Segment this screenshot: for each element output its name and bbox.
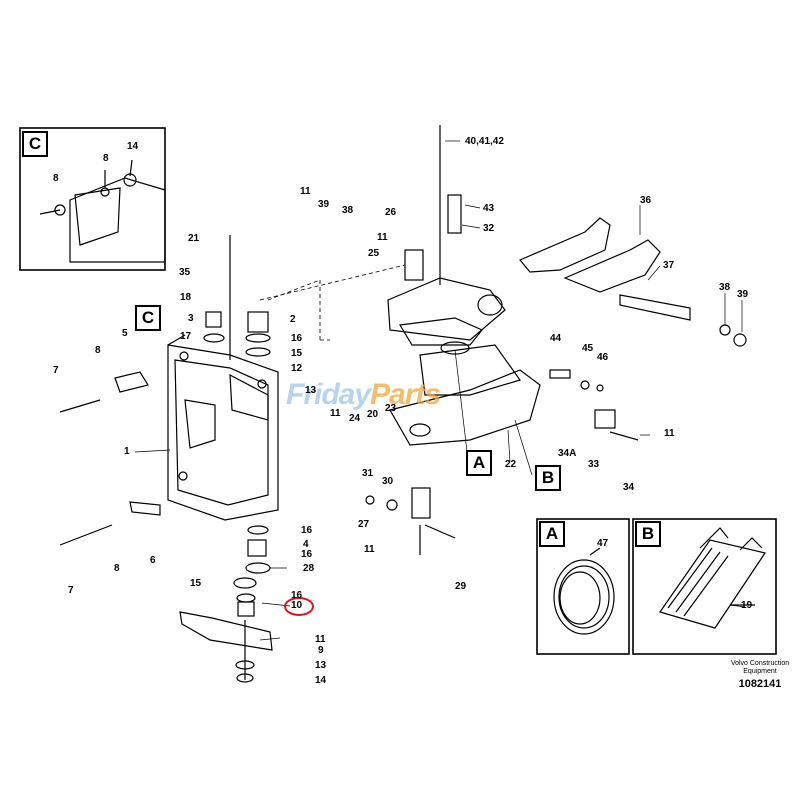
callout-40: 40,41,42 (465, 136, 504, 147)
lower-plate-9 (179, 611, 273, 651)
callout-7: 7 (68, 585, 74, 596)
link-36 (519, 217, 611, 273)
highlight-circle (284, 597, 314, 616)
detail-label-a-inset: A (539, 521, 565, 547)
callout-16: 16 (301, 525, 313, 536)
callout-20: 20 (367, 409, 379, 420)
callout-7: 7 (53, 365, 59, 376)
callout-45: 45 (582, 343, 594, 354)
callout-10: 10 (291, 600, 303, 611)
detail-c-bracket (69, 177, 166, 263)
callout-13: 13 (305, 385, 317, 396)
caption-line2: Equipment (743, 668, 777, 675)
callout-19: 19 (741, 600, 753, 611)
callout-16: 16 (291, 333, 303, 344)
callout-18: 18 (180, 292, 192, 303)
detail-label-c-main: C (135, 305, 161, 331)
callout-25: 25 (368, 248, 380, 259)
callout-26: 26 (385, 207, 397, 218)
detail-b-frame (632, 518, 777, 655)
callout-43: 43 (483, 203, 495, 214)
callout-6: 6 (150, 555, 156, 566)
callout-23: 23 (385, 403, 397, 414)
callout-37: 37 (663, 260, 675, 271)
detail-label-c-inset: C (22, 131, 48, 157)
callout-39: 39 (737, 289, 749, 300)
callout-34A: 34A (558, 448, 577, 459)
callout-11: 11 (300, 186, 311, 197)
pin-37 (619, 294, 691, 321)
callout-3: 3 (188, 313, 194, 324)
callout-15: 15 (190, 578, 202, 589)
callout-8: 8 (114, 563, 120, 574)
callout-35: 35 (179, 267, 191, 278)
detail-label-b-inset: B (635, 521, 661, 547)
callout-21: 21 (188, 233, 200, 244)
callout-9: 9 (318, 645, 324, 656)
callout-39: 39 (318, 199, 330, 210)
callout-8: 8 (53, 173, 59, 184)
callout-31: 31 (362, 468, 374, 479)
wear-strip-19 (659, 539, 766, 629)
callout-36: 36 (640, 195, 652, 206)
detail-label-b-main: B (535, 465, 561, 491)
callout-15: 15 (291, 348, 303, 359)
callout-8: 8 (95, 345, 101, 356)
callout-30: 30 (382, 476, 394, 487)
callout-32: 32 (483, 223, 495, 234)
callout-29: 29 (455, 581, 467, 592)
callout-11: 11 (377, 232, 388, 243)
caption-line1: Volvo Construction (730, 660, 790, 667)
callout-16: 16 (301, 549, 313, 560)
seal-47-outer (553, 559, 615, 635)
swing-bracket (387, 277, 506, 341)
callout-33: 33 (588, 459, 600, 470)
callout-11: 11 (664, 428, 675, 439)
callout-46: 46 (597, 352, 609, 363)
detail-label-a-main: A (466, 450, 492, 476)
callout-28: 28 (303, 563, 315, 574)
callout-1: 1 (124, 446, 130, 457)
callout-12: 12 (291, 363, 303, 374)
callout-47: 47 (597, 538, 609, 549)
callout-44: 44 (550, 333, 562, 344)
watermark-part1: Friday (286, 378, 371, 411)
callout-11: 11 (330, 408, 341, 419)
callout-38: 38 (342, 205, 354, 216)
callout-8: 8 (103, 153, 109, 164)
callout-34: 34 (623, 482, 635, 493)
caption-number: 1082141 (738, 678, 782, 690)
callout-16: 16 (291, 590, 303, 601)
callout-14: 14 (127, 141, 139, 152)
callout-11: 11 (364, 544, 375, 555)
callout-17: 17 (180, 331, 192, 342)
callout-4: 4 (303, 539, 309, 550)
callout-22: 22 (505, 459, 517, 470)
callout-24: 24 (349, 413, 361, 424)
callout-14: 14 (315, 675, 327, 686)
callout-27: 27 (358, 519, 370, 530)
watermark-part2: Parts (370, 378, 441, 411)
watermark: FridayParts (286, 378, 441, 412)
callout-38: 38 (719, 282, 731, 293)
callout-5: 5 (122, 328, 128, 339)
detail-a-frame (536, 518, 630, 655)
callout-2: 2 (290, 314, 296, 325)
callout-11: 11 (315, 634, 326, 645)
swing-arm-22 (389, 369, 541, 446)
main-frame (167, 344, 279, 521)
callout-13: 13 (315, 660, 327, 671)
